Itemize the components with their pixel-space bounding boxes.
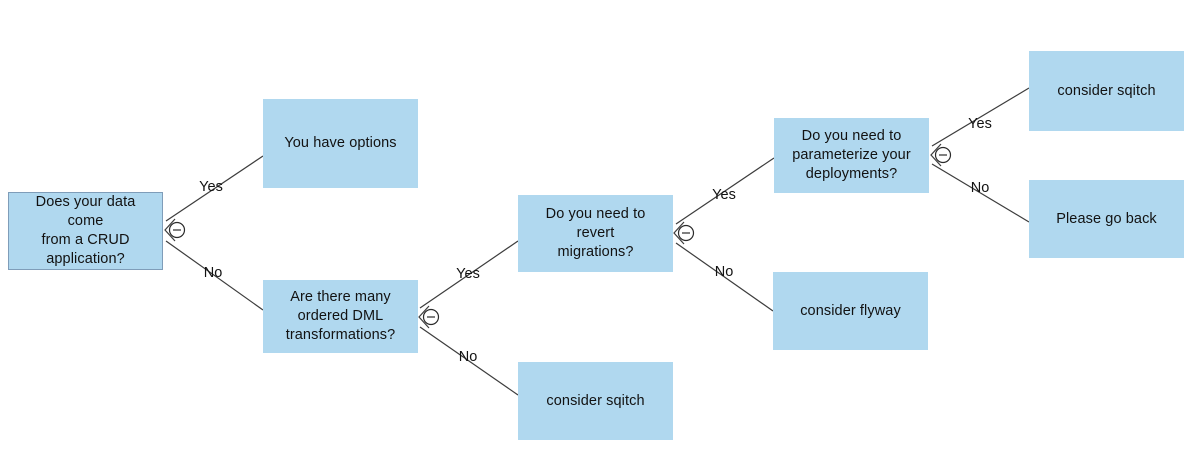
node-goback[interactable]: Please go back bbox=[1029, 180, 1184, 258]
node-revert[interactable]: Do you need to revert migrations? bbox=[518, 195, 673, 272]
connector-notch-icon bbox=[673, 221, 685, 245]
edge-label-dml-no: No bbox=[458, 348, 478, 365]
collapse-circle-icon[interactable] bbox=[934, 146, 952, 164]
node-dml[interactable]: Are there many ordered DML transformatio… bbox=[263, 280, 418, 353]
edge-label-crud-yes: Yes bbox=[199, 178, 223, 195]
node-sqitch_bottom[interactable]: consider sqitch bbox=[518, 362, 673, 440]
conn-dml-minus-circle[interactable] bbox=[418, 305, 440, 329]
connector-notch-icon bbox=[164, 218, 176, 242]
connector-notch-icon bbox=[418, 305, 430, 329]
edge-label-revert-yes: Yes bbox=[712, 186, 736, 203]
edge-label-crud-no: No bbox=[203, 264, 223, 281]
edge-label-revert-no: No bbox=[714, 263, 734, 280]
conn-revert-minus-circle[interactable] bbox=[673, 221, 695, 245]
connector-notch-icon bbox=[930, 143, 942, 167]
node-sqitch_top[interactable]: consider sqitch bbox=[1029, 51, 1184, 131]
node-parameterize[interactable]: Do you need to parameterize your deploym… bbox=[774, 118, 929, 193]
collapse-circle-icon[interactable] bbox=[168, 221, 186, 239]
edge-label-parameterize-no: No bbox=[970, 179, 990, 196]
collapse-circle-icon[interactable] bbox=[422, 308, 440, 326]
conn-parameterize-minus-circle[interactable] bbox=[930, 143, 952, 167]
node-options[interactable]: You have options bbox=[263, 99, 418, 188]
node-flyway[interactable]: consider flyway bbox=[773, 272, 928, 350]
collapse-circle-icon[interactable] bbox=[677, 224, 695, 242]
node-crud[interactable]: Does your data come from a CRUD applicat… bbox=[8, 192, 163, 270]
edge-label-parameterize-yes: Yes bbox=[968, 115, 992, 132]
edge-label-dml-yes: Yes bbox=[456, 265, 480, 282]
conn-crud-minus-circle[interactable] bbox=[164, 218, 186, 242]
